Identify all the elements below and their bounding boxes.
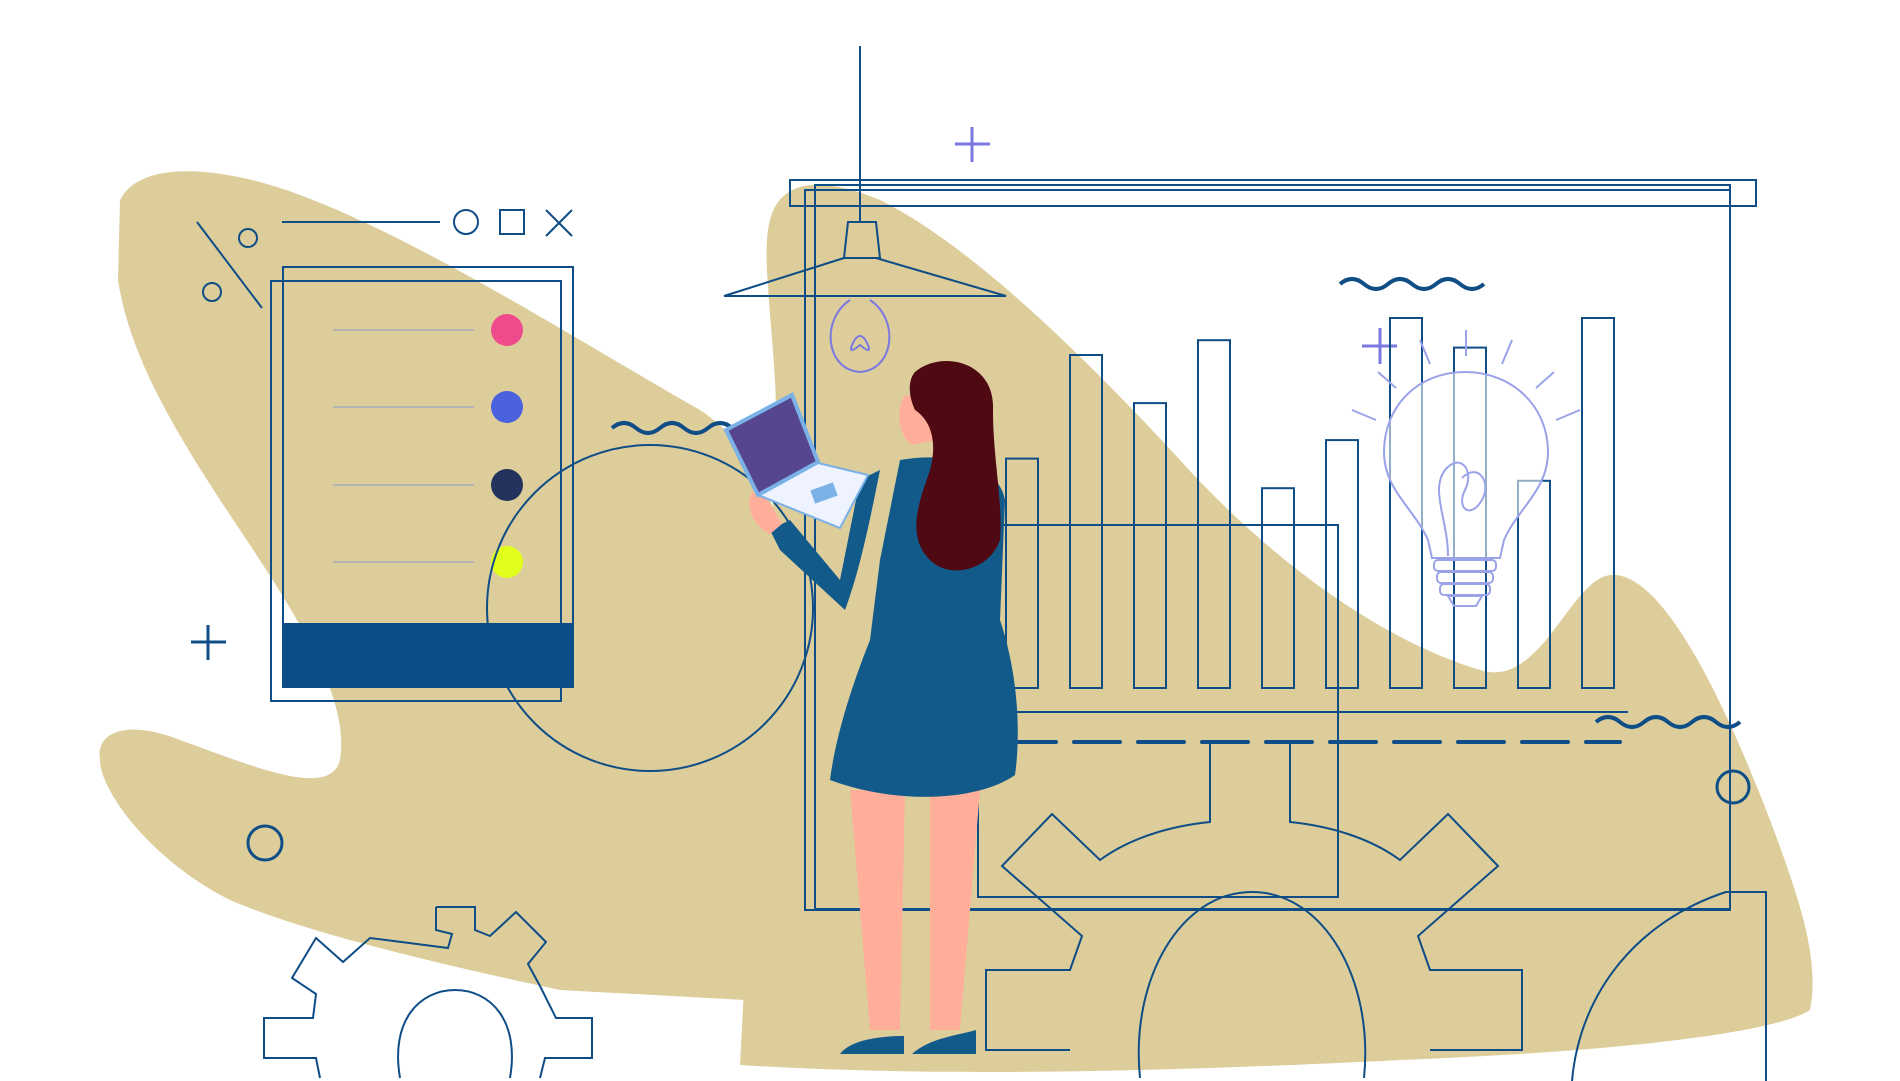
big-outline-circle — [486, 444, 814, 772]
circle-icon — [246, 824, 284, 862]
laptop-icon — [723, 392, 870, 530]
square-icon — [499, 209, 525, 235]
chart-bar — [1069, 354, 1103, 689]
wave-icon — [1338, 277, 1486, 291]
list-dot-blue — [491, 391, 523, 423]
laptop-screen — [723, 392, 821, 498]
list-dot-lime — [491, 546, 523, 578]
circle-icon — [1715, 769, 1751, 805]
chart-bar — [1197, 339, 1231, 689]
hand — [749, 492, 782, 534]
list-dot-pink — [491, 314, 523, 346]
plus-icon — [191, 625, 226, 660]
pendant-lamp-icon — [723, 46, 1007, 374]
plus-icon — [955, 127, 990, 162]
percent-icon — [196, 221, 263, 309]
laptop-trackpad — [810, 482, 838, 504]
gear-icon — [1571, 891, 1767, 1081]
bulb-rays — [1351, 330, 1581, 421]
board-top-rail — [789, 179, 1757, 207]
left-blob — [99, 171, 782, 1000]
legs — [850, 790, 980, 1030]
chart-bar — [1005, 457, 1039, 689]
window-footer-bar — [283, 623, 573, 687]
plus-icon — [1362, 328, 1397, 364]
chart-bar — [1325, 439, 1359, 689]
circle-icon — [453, 209, 479, 235]
right-blob — [740, 184, 1813, 1072]
window-frame-back — [270, 280, 562, 702]
chart-bar — [1133, 402, 1167, 689]
gear-icon — [263, 906, 593, 1079]
chart-bar — [1581, 317, 1615, 689]
shoes — [840, 1030, 976, 1054]
arm — [770, 470, 880, 610]
wave-icon — [1594, 715, 1742, 729]
lightbulb-icon — [1351, 330, 1581, 607]
chart-bar — [1261, 487, 1295, 690]
list-dot-dark — [491, 469, 523, 501]
woman-figure — [723, 360, 1018, 1054]
browser-window — [196, 209, 574, 702]
gear-icon — [985, 742, 1523, 1079]
close-icon — [545, 209, 573, 237]
hair — [909, 360, 1001, 571]
list-lines — [333, 329, 474, 563]
